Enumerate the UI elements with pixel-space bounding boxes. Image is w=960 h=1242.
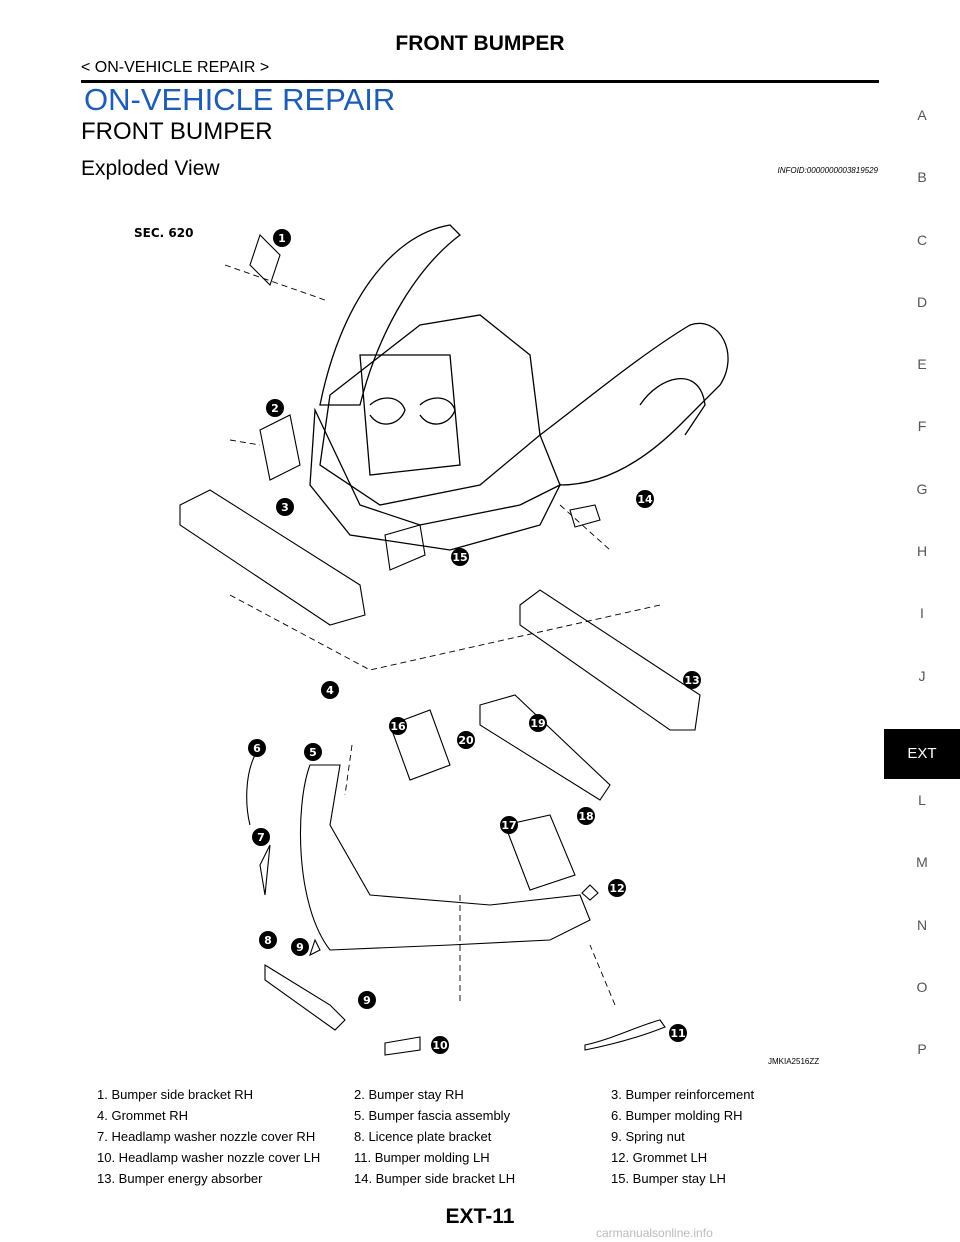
- svg-text:9: 9: [296, 941, 304, 954]
- side-nav-item[interactable]: L: [918, 791, 926, 808]
- callout-1[interactable]: 1: [273, 229, 291, 247]
- legend-row: 1. Bumper side bracket RH 2. Bumper stay…: [97, 1087, 877, 1108]
- side-nav-item[interactable]: G: [916, 480, 928, 497]
- svg-text:12: 12: [609, 882, 624, 895]
- callout-19[interactable]: 19: [529, 714, 547, 732]
- callout-9[interactable]: 9: [358, 991, 376, 1009]
- parts-legend: 1. Bumper side bracket RH 2. Bumper stay…: [97, 1087, 877, 1192]
- legend-row: 13. Bumper energy absorber 14. Bumper si…: [97, 1171, 877, 1192]
- legend-item: 4. Grommet RH: [97, 1108, 189, 1123]
- vehicle-body-outline: [309, 224, 729, 551]
- legend-item: 3. Bumper reinforcement: [611, 1087, 755, 1102]
- sec-label: SEC. 620: [134, 226, 193, 240]
- svg-text:8: 8: [264, 934, 272, 947]
- svg-text:18: 18: [578, 810, 593, 823]
- callout-17[interactable]: 17: [500, 816, 518, 834]
- side-nav-item[interactable]: C: [916, 231, 928, 248]
- legend-item: 12. Grommet LH: [611, 1150, 708, 1165]
- svg-text:9: 9: [363, 994, 371, 1007]
- callout-2[interactable]: 2: [266, 399, 284, 417]
- svg-text:5: 5: [309, 746, 317, 759]
- side-nav-item[interactable]: I: [920, 605, 924, 622]
- svg-text:17: 17: [501, 819, 516, 832]
- figure-code: JMKIA2516ZZ: [768, 1057, 820, 1066]
- svg-text:11: 11: [670, 1027, 685, 1040]
- callout-18[interactable]: 18: [577, 807, 595, 825]
- exploded-view-diagram: SEC. 620 1: [134, 224, 729, 1056]
- callout-20[interactable]: 20: [457, 731, 475, 749]
- side-nav-item[interactable]: M: [916, 854, 928, 871]
- callout-8[interactable]: 8: [259, 931, 277, 949]
- svg-text:13: 13: [684, 674, 699, 687]
- info-id: INFOID:0000000003819529: [777, 166, 878, 175]
- svg-text:3: 3: [281, 501, 289, 514]
- page-number: EXT-11: [445, 1205, 515, 1228]
- legend-item: 7. Headlamp washer nozzle cover RH: [97, 1129, 316, 1144]
- legend-item: 8. Licence plate bracket: [354, 1129, 492, 1144]
- legend-item: 15. Bumper stay LH: [611, 1171, 726, 1186]
- callout-16[interactable]: 16: [389, 717, 407, 735]
- breadcrumb: < ON-VEHICLE REPAIR >: [81, 59, 270, 76]
- subsection-title: FRONT BUMPER: [81, 118, 273, 145]
- callout-12[interactable]: 12: [608, 879, 626, 897]
- side-nav-item-active[interactable]: EXT: [884, 728, 960, 779]
- legend-item: 10. Headlamp washer nozzle cover LH: [97, 1150, 321, 1165]
- legend-item: 14. Bumper side bracket LH: [354, 1171, 516, 1186]
- legend-item: 13. Bumper energy absorber: [97, 1171, 263, 1186]
- callout-11[interactable]: 11: [669, 1024, 687, 1042]
- legend-row: 7. Headlamp washer nozzle cover RH 8. Li…: [97, 1129, 877, 1150]
- view-title: Exploded View: [81, 157, 220, 180]
- legend-item: 5. Bumper fascia assembly: [354, 1108, 511, 1123]
- page-header-title: FRONT BUMPER: [395, 32, 565, 55]
- side-nav-item[interactable]: A: [917, 107, 927, 123]
- svg-text:15: 15: [452, 551, 467, 564]
- callout-13[interactable]: 13: [683, 671, 701, 689]
- side-nav-item[interactable]: B: [917, 169, 927, 186]
- svg-text:2: 2: [271, 402, 279, 415]
- bumper-parts: [179, 233, 701, 1056]
- svg-text:16: 16: [390, 720, 406, 733]
- callout-3[interactable]: 3: [276, 498, 294, 516]
- callout-14[interactable]: 14: [636, 490, 654, 508]
- svg-text:20: 20: [458, 734, 474, 747]
- legend-item: 2. Bumper stay RH: [354, 1087, 464, 1102]
- callout-5[interactable]: 5: [304, 743, 322, 761]
- part-callouts: 1 2 3 14 15 13 4 16 20 19 6 5 7 17 18 12…: [248, 229, 701, 1054]
- callout-7[interactable]: 7: [252, 828, 270, 846]
- watermark: carmanualsonline.info: [596, 1226, 713, 1240]
- section-title: ON-VEHICLE REPAIR: [84, 82, 396, 117]
- callout-4[interactable]: 4: [321, 681, 339, 699]
- legend-item: 11. Bumper molding LH: [354, 1150, 490, 1165]
- legend-item: 6. Bumper molding RH: [611, 1108, 743, 1123]
- legend-row: 10. Headlamp washer nozzle cover LH 11. …: [97, 1150, 877, 1171]
- svg-text:4: 4: [326, 684, 334, 697]
- callout-10[interactable]: 10: [431, 1036, 449, 1054]
- legend-item: 1. Bumper side bracket RH: [97, 1087, 254, 1102]
- legend-item: 9. Spring nut: [611, 1129, 685, 1144]
- svg-text:1: 1: [278, 232, 286, 245]
- side-nav-item[interactable]: H: [916, 543, 928, 560]
- svg-text:19: 19: [530, 717, 545, 730]
- callout-6[interactable]: 6: [248, 739, 266, 757]
- header-divider: [81, 80, 879, 83]
- side-nav-item[interactable]: O: [916, 978, 928, 995]
- svg-text:14: 14: [637, 493, 653, 506]
- side-nav-item[interactable]: F: [917, 418, 927, 435]
- leader-lines: [224, 264, 661, 1006]
- side-nav-item[interactable]: P: [917, 1041, 927, 1058]
- callout-15[interactable]: 15: [451, 548, 469, 566]
- side-nav-item[interactable]: E: [917, 356, 927, 373]
- svg-text:10: 10: [432, 1039, 448, 1052]
- legend-row: 4. Grommet RH 5. Bumper fascia assembly …: [97, 1108, 877, 1129]
- side-nav-item[interactable]: N: [916, 916, 928, 933]
- callout-9[interactable]: 9: [291, 938, 309, 956]
- side-nav-item[interactable]: D: [916, 293, 928, 310]
- side-index-nav: A B C D E F G H I J EXT L M N O P: [884, 100, 960, 1096]
- svg-text:7: 7: [257, 831, 265, 844]
- side-nav-item[interactable]: J: [918, 667, 926, 684]
- svg-text:6: 6: [253, 742, 261, 755]
